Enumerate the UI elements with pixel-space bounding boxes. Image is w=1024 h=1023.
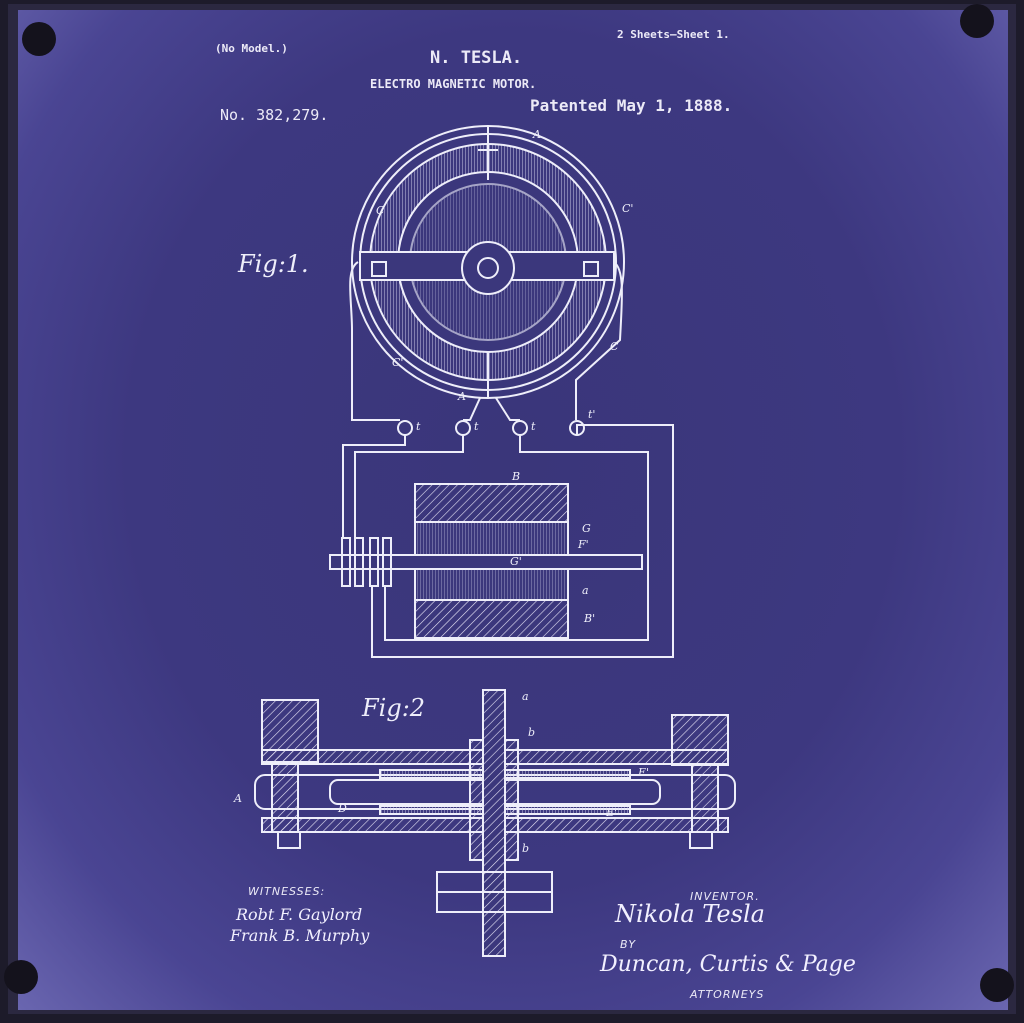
figure-reference-letter: C' (622, 202, 633, 215)
patent-number: No. 382,279. (220, 106, 329, 124)
figure-reference-letter: t (474, 420, 479, 433)
frame-clip (960, 4, 994, 38)
figure-reference-letter: E' (637, 766, 649, 779)
witnesses-label: WITNESSES: (248, 885, 326, 898)
witness-signature-2: Frank B. Murphy (230, 926, 370, 945)
no-model-note: (No Model.) (215, 42, 288, 55)
fig2-label: Fig:2 (361, 694, 425, 722)
figure-reference-letter: D (337, 802, 347, 815)
figure-labels: A C C' C' C A t t t t' B G F' G' a B' a … (233, 128, 649, 855)
figure-reference-letter: B (511, 470, 520, 483)
figure-reference-letter: E' (605, 806, 617, 819)
patent-date: Patented May 1, 1888. (530, 96, 733, 115)
figure-reference-letter: t' (588, 408, 595, 421)
figure-reference-letter: C' (392, 356, 403, 369)
figure-reference-letter: F' (577, 538, 589, 551)
inventor-signature: Nikola Tesla (615, 900, 765, 928)
inventor-label: INVENTOR. (690, 890, 760, 903)
figure-reference-letter: b (522, 842, 529, 855)
figure-reference-letter: a (522, 690, 529, 703)
figure-reference-letter: t (416, 420, 421, 433)
figure-reference-letter: b (528, 726, 535, 739)
figure-reference-letter: G (582, 522, 591, 535)
fig1-motor-drawing (342, 125, 674, 658)
frame-clip (22, 22, 56, 56)
fig2-section-drawing (254, 689, 736, 957)
figure-reference-letter: A (457, 390, 466, 403)
frame-clip (980, 968, 1014, 1002)
figure-reference-letter: A (233, 792, 242, 805)
attorneys-signature: Duncan, Curtis & Page (600, 952, 856, 977)
figure-reference-letter: C (610, 340, 619, 353)
patent-title: ELECTRO MAGNETIC MOTOR. (370, 77, 537, 91)
by-label: BY (620, 938, 637, 951)
figure-reference-letter: A (532, 128, 541, 141)
figure-reference-letter: G' (510, 555, 522, 568)
figure-reference-letter: C (376, 204, 385, 217)
figure-reference-letter: B' (583, 612, 595, 625)
figure-reference-letter: t (531, 420, 536, 433)
patent-inventor: N. TESLA. (430, 48, 523, 68)
fig1-label: Fig:1. (237, 250, 309, 278)
attorneys-label: ATTORNEYS (690, 988, 765, 1001)
sheet-number: 2 Sheets—Sheet 1. (617, 28, 730, 41)
witness-signature-1: Robt F. Gaylord (236, 905, 363, 924)
figure-reference-letter: a (582, 584, 589, 597)
fig1-armature-drawing (329, 483, 643, 639)
frame-clip (4, 960, 38, 994)
